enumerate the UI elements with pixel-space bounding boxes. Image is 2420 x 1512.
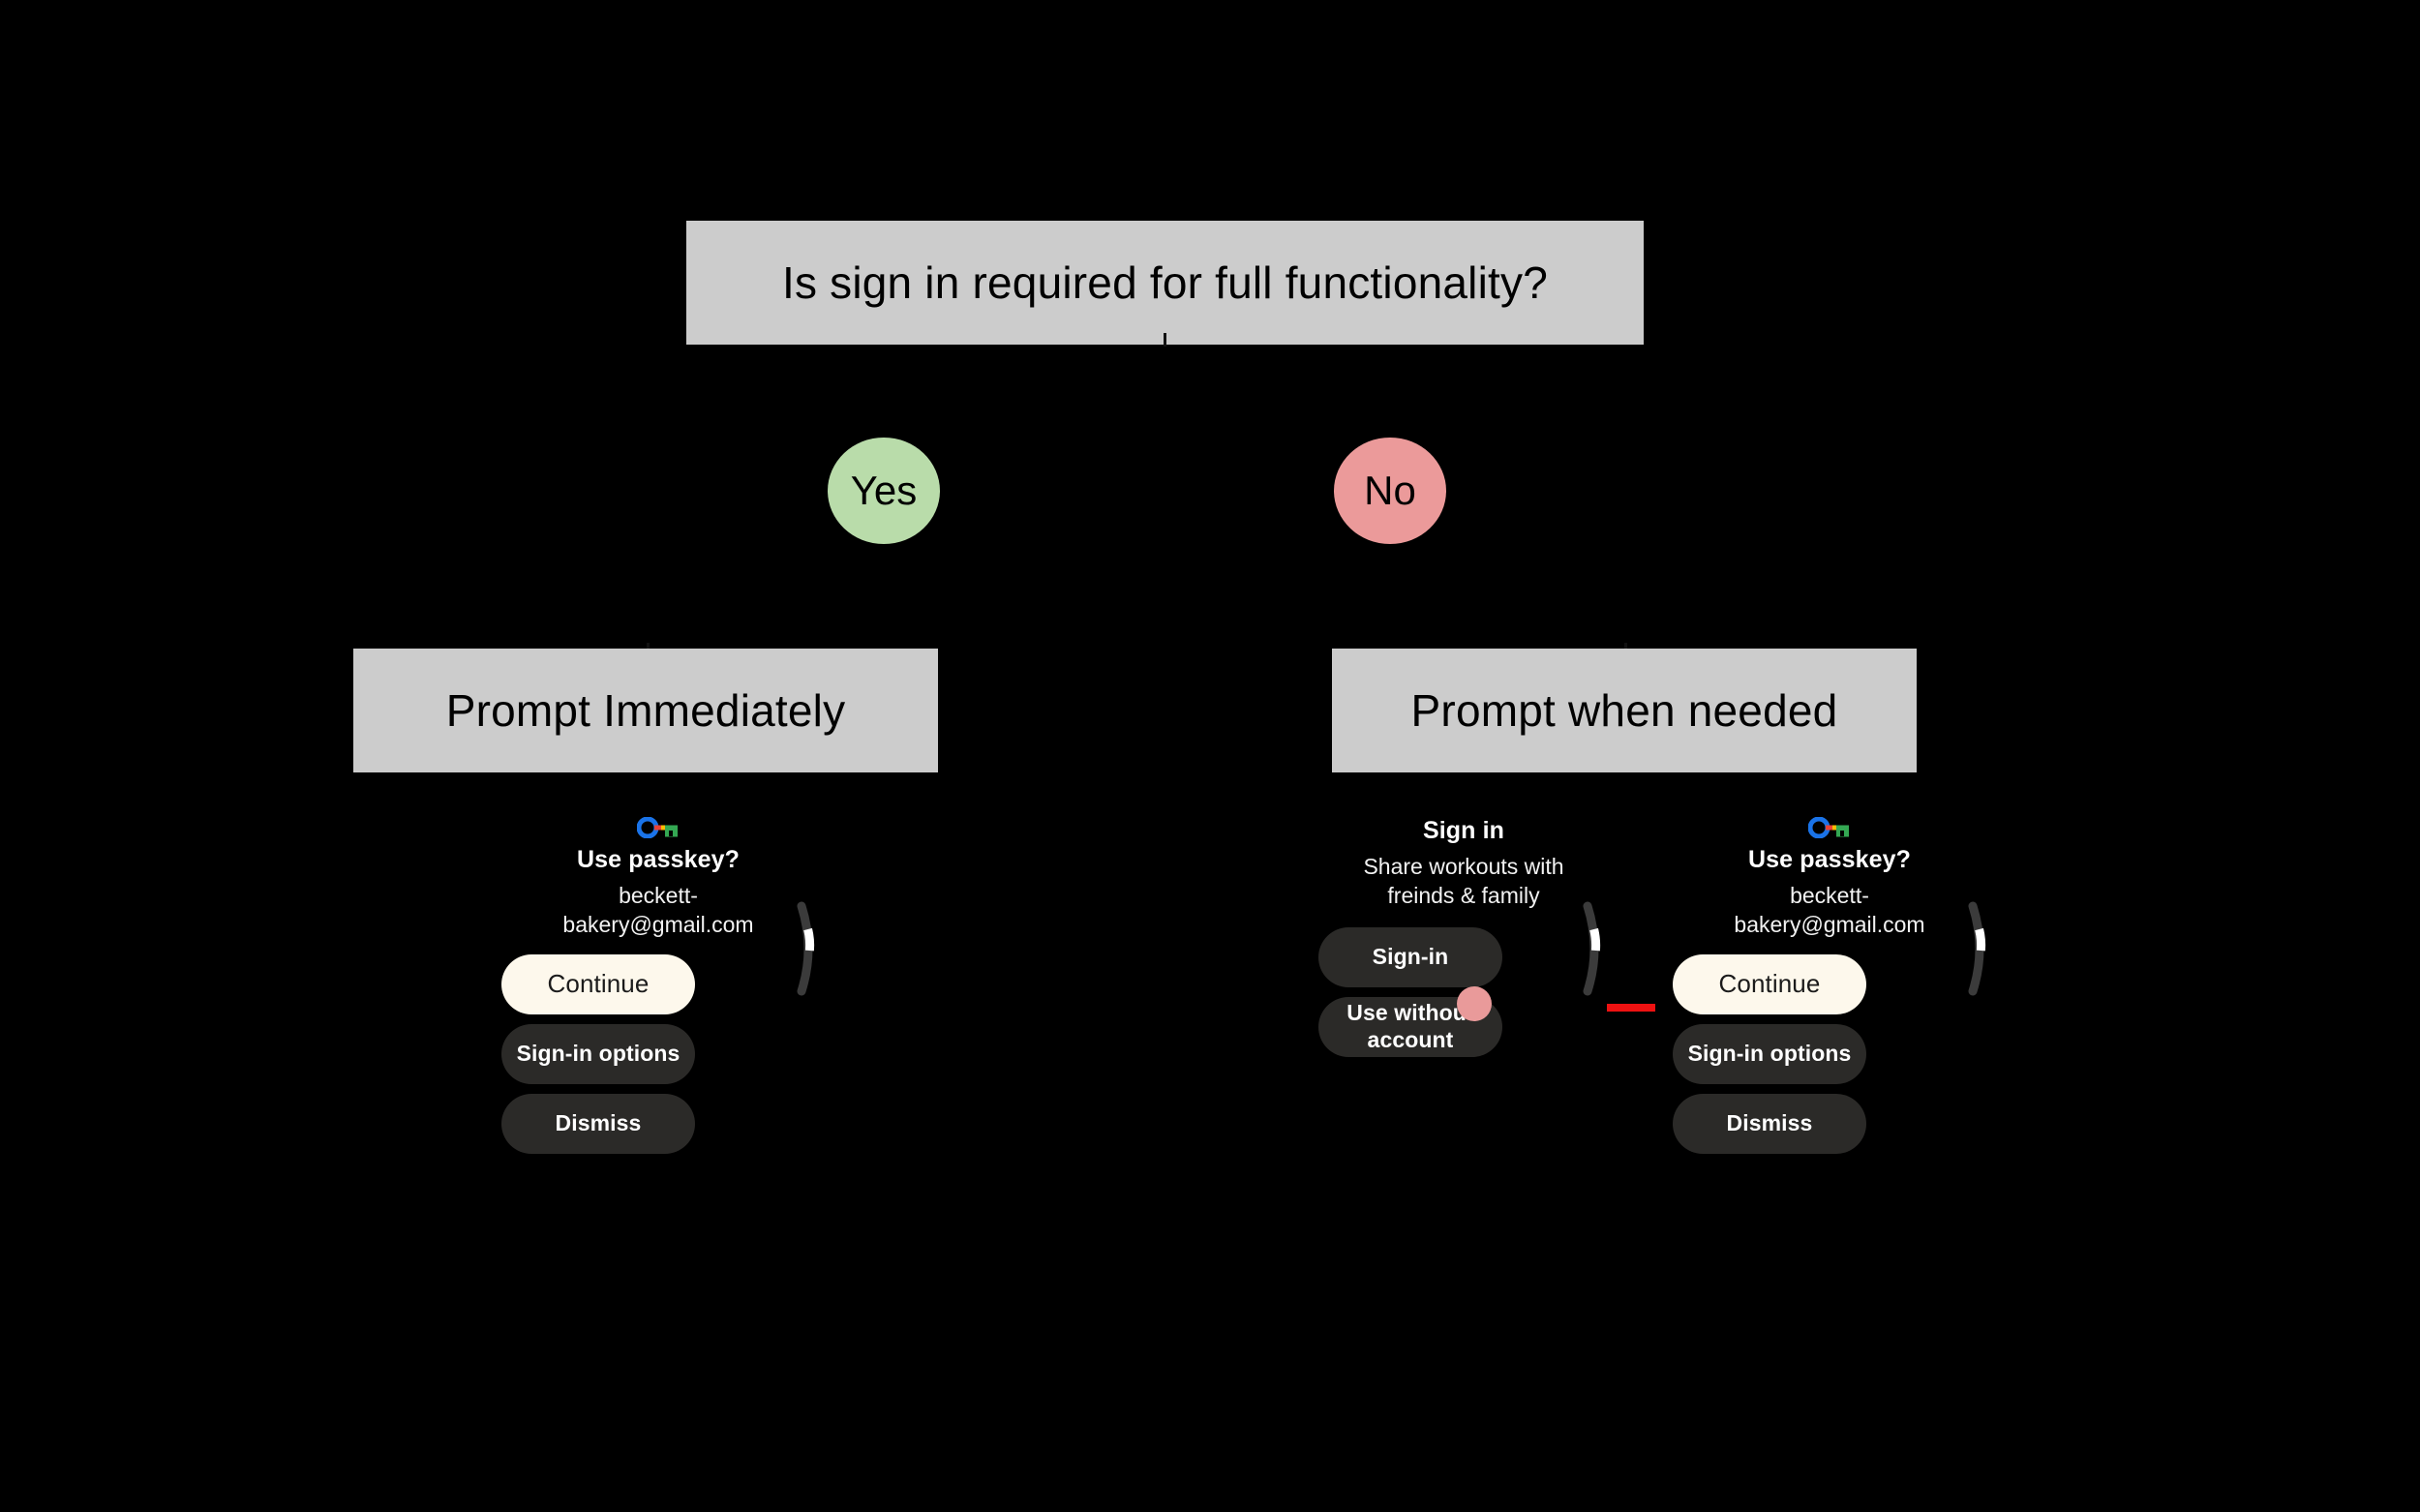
connector-question-bottom	[1164, 333, 1166, 347]
google-passkey-icon	[1807, 816, 1851, 839]
branch-label-yes: Yes	[850, 468, 918, 513]
touch-dot-cursor	[1457, 986, 1492, 1021]
watch-right-title: Use passkey?	[1748, 846, 1911, 873]
branch-label-no: No	[1364, 468, 1416, 513]
outcome-box-prompt-immediately: Prompt Immediately	[353, 649, 938, 772]
watch-middle-title: Sign in	[1422, 817, 1505, 844]
watch-screen-left-passkey: Use passkey? beckett- bakery@gmail.com C…	[484, 803, 832, 1307]
outcome-box-prompt-when-needed: Prompt when needed	[1332, 649, 1917, 772]
outcome-label-prompt-when-needed: Prompt when needed	[1410, 685, 1838, 736]
watch-screen-right-passkey: Use passkey? beckett- bakery@gmail.com C…	[1655, 803, 2004, 1307]
decision-question-box: Is sign in required for full functionali…	[686, 221, 1644, 345]
watch-right-account-email: beckett- bakery@gmail.com	[1734, 883, 1925, 938]
watch-left-account-email: beckett- bakery@gmail.com	[562, 883, 754, 938]
scroll-indicator-icon[interactable]	[1965, 900, 1998, 997]
continue-button[interactable]: Continue	[1673, 954, 1866, 1014]
decision-question-label: Is sign in required for full functionali…	[781, 257, 1548, 308]
google-passkey-icon	[636, 816, 680, 839]
outcome-label-prompt-immediately: Prompt Immediately	[445, 685, 846, 736]
branch-bubble-yes: Yes	[828, 438, 940, 544]
dismiss-button[interactable]: Dismiss	[1673, 1094, 1866, 1154]
watch-screen-middle-signin: Sign in Share workouts with freinds & fa…	[1309, 803, 1618, 1307]
dismiss-button[interactable]: Dismiss	[501, 1094, 695, 1154]
watch-middle-description: Share workouts with freinds & family	[1363, 854, 1564, 909]
sign-in-options-button[interactable]: Sign-in options	[1673, 1024, 1866, 1084]
branch-bubble-no: No	[1334, 438, 1446, 544]
sign-in-options-button[interactable]: Sign-in options	[501, 1024, 695, 1084]
continue-button[interactable]: Continue	[501, 954, 695, 1014]
scroll-indicator-icon[interactable]	[1580, 900, 1613, 997]
watch-left-title: Use passkey?	[577, 846, 740, 873]
sign-in-button[interactable]: Sign-in	[1318, 927, 1502, 987]
scroll-indicator-icon[interactable]	[794, 900, 827, 997]
